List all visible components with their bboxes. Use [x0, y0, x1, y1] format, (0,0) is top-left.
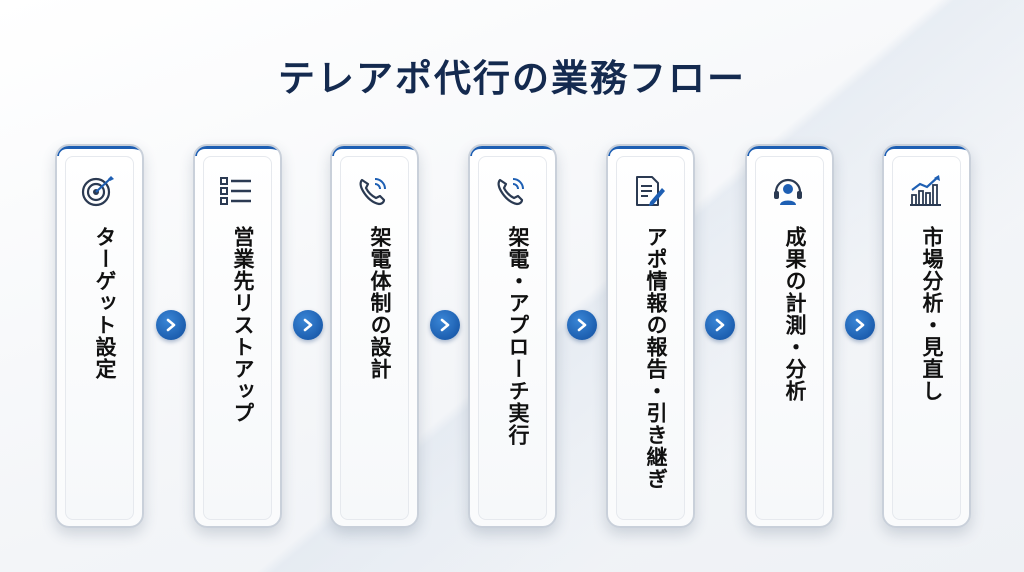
card-inner	[203, 156, 272, 520]
card-inner	[755, 156, 824, 520]
phone-icon	[356, 174, 390, 208]
headset-operator-icon	[771, 174, 805, 208]
chevron-right-icon	[293, 310, 323, 340]
card-inner	[65, 156, 134, 520]
step-label: ターゲット設定	[93, 226, 117, 380]
list-icon	[219, 174, 253, 208]
card-inner	[478, 156, 547, 520]
step-card-4: 架電・アプローチ実行	[468, 144, 557, 528]
card-accent	[470, 146, 555, 156]
card-accent	[57, 146, 142, 156]
card-accent	[608, 146, 693, 156]
chevron-right-icon	[430, 310, 460, 340]
step-label: アポ情報の報告・引き継ぎ	[644, 226, 668, 490]
card-accent	[884, 146, 969, 156]
step-label: 架電体制の設計	[368, 226, 392, 380]
card-inner	[340, 156, 409, 520]
step-card-6: 成果の計測・分析	[745, 144, 834, 528]
step-card-5: アポ情報の報告・引き継ぎ	[606, 144, 695, 528]
card-accent	[195, 146, 280, 156]
step-card-7: 市場分析・見直し	[882, 144, 971, 528]
page-title: テレアポ代行の業務フロー	[278, 57, 746, 100]
phone-icon	[494, 174, 528, 208]
chevron-right-icon	[156, 310, 186, 340]
growth-chart-icon	[908, 174, 942, 208]
card-accent	[332, 146, 417, 156]
card-accent	[747, 146, 832, 156]
target-icon	[81, 174, 115, 208]
step-label: 営業先リストアップ	[231, 226, 255, 424]
card-inner	[616, 156, 685, 520]
document-edit-icon	[632, 174, 666, 208]
card-inner	[892, 156, 961, 520]
step-label: 成果の計測・分析	[783, 226, 807, 402]
step-card-3: 架電体制の設計	[330, 144, 419, 528]
step-label: 架電・アプローチ実行	[506, 226, 530, 446]
chevron-right-icon	[705, 310, 735, 340]
chevron-right-icon	[845, 310, 875, 340]
step-card-1: ターゲット設定	[55, 144, 144, 528]
step-card-2: 営業先リストアップ	[193, 144, 282, 528]
step-label: 市場分析・見直し	[920, 226, 944, 402]
chevron-right-icon	[567, 310, 597, 340]
